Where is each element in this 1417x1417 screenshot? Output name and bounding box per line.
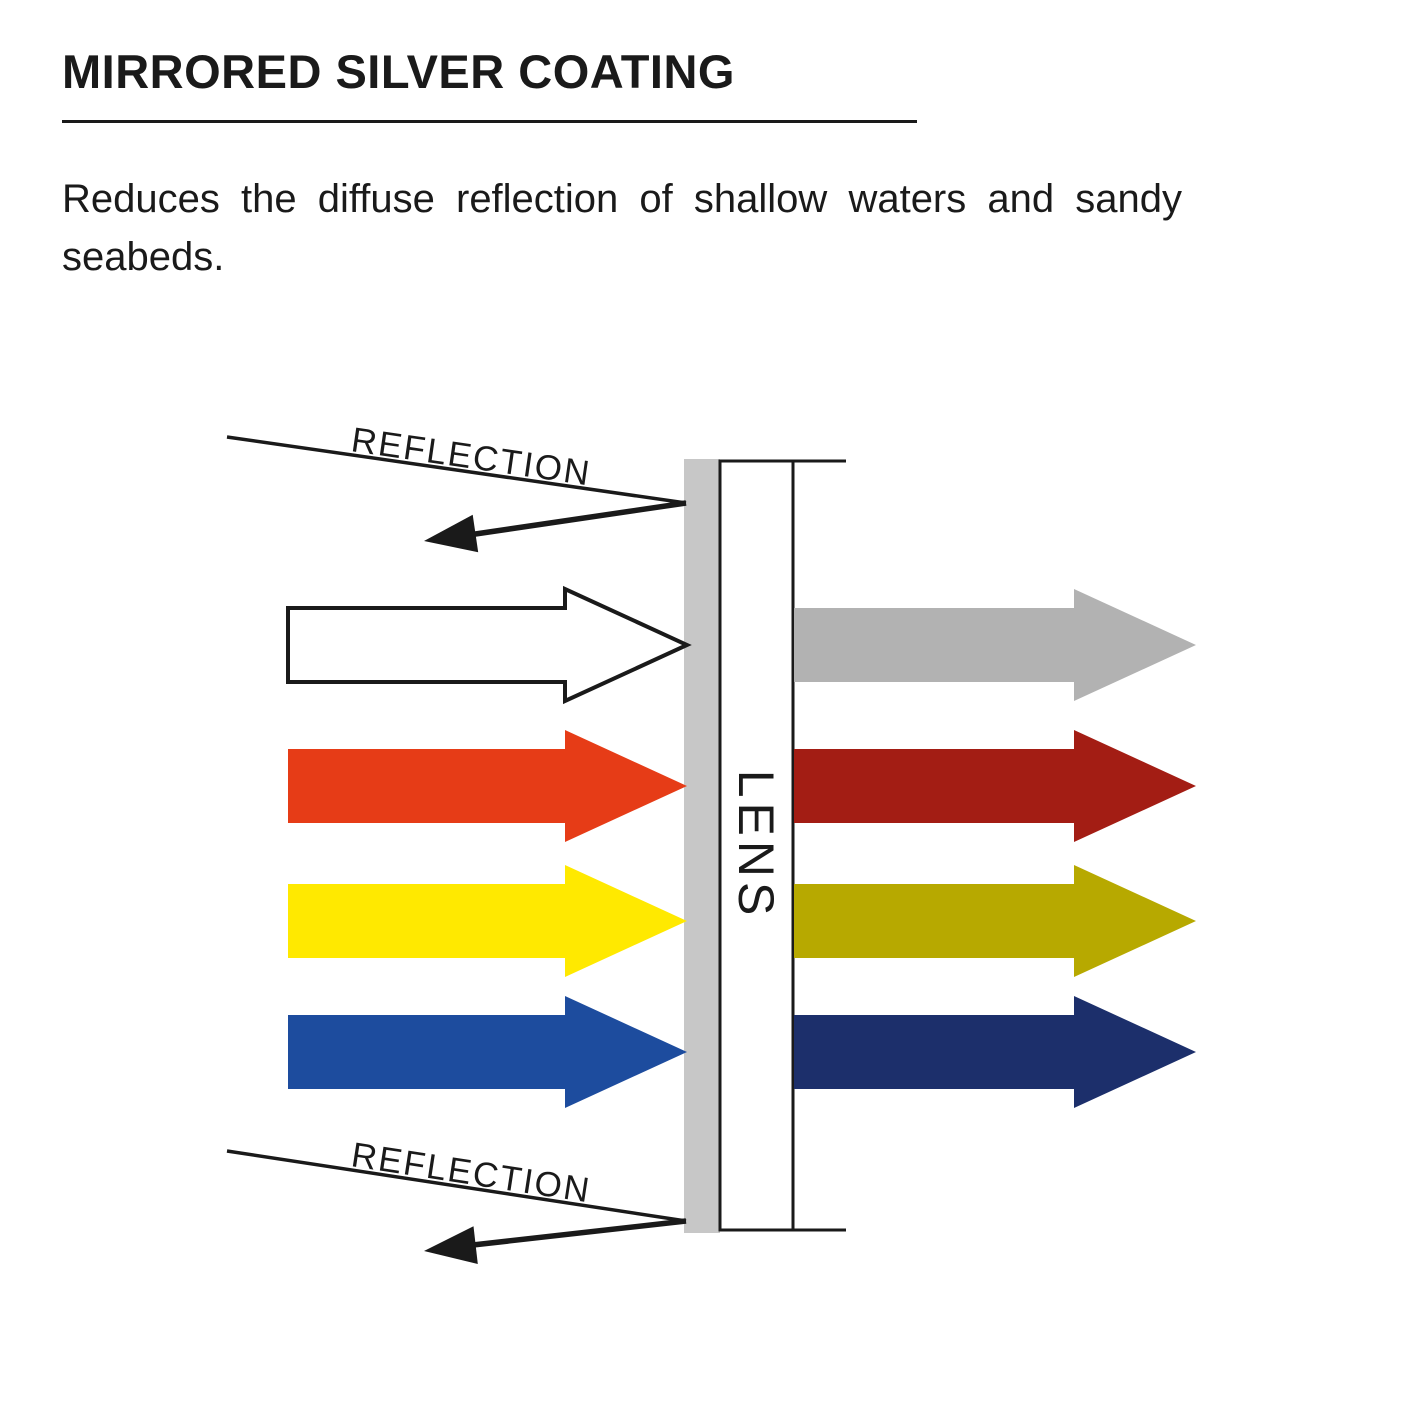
incoming-arrow-yellow — [288, 865, 687, 977]
lens-body — [718, 459, 795, 1232]
page-title: MIRRORED SILVER COATING — [62, 45, 735, 98]
title-underline — [62, 120, 917, 123]
top-reflected-arrowhead — [424, 514, 479, 553]
bottom-incident-ray — [226, 1149, 687, 1223]
lens-label: LENS — [728, 770, 784, 921]
top-reflected-ray — [454, 500, 687, 540]
transmitted-arrow-dark-red — [794, 730, 1196, 842]
top-reflection-label: REFLECTION — [349, 420, 594, 493]
transmitted-arrow-navy — [794, 996, 1196, 1108]
transmitted-arrow-olive — [794, 865, 1196, 977]
transmitted-arrow-silver — [794, 589, 1196, 701]
incoming-arrow-red — [288, 730, 687, 842]
mirror-coating-bar — [684, 459, 720, 1233]
description-text: Reduces the diffuse reflection of shallo… — [62, 177, 1182, 279]
incoming-arrow-blue — [288, 996, 687, 1108]
bottom-reflected-ray — [454, 1218, 687, 1250]
top-incident-ray — [226, 435, 687, 505]
incoming-arrow-white — [286, 585, 692, 705]
bottom-reflected-arrowhead — [424, 1226, 478, 1264]
bottom-reflection-label: REFLECTION — [349, 1135, 594, 1210]
